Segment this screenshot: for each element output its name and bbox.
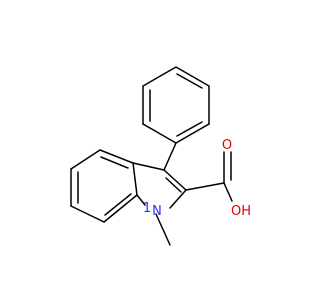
carbonyl-oxygen-label: O [222, 138, 232, 153]
bond [142, 123, 177, 144]
bond [70, 149, 101, 170]
bond [169, 189, 187, 209]
double-bond-inner [165, 177, 182, 193]
double-bond-inner [176, 121, 203, 137]
carboxylic-acid [185, 151, 233, 202]
bond [175, 123, 210, 144]
bond [103, 194, 138, 223]
double-bond-inner [100, 156, 129, 169]
bond [163, 169, 187, 191]
benzo-ring [70, 149, 138, 223]
bond [132, 162, 138, 196]
molecule-diagram: N 1 O OH [0, 0, 300, 300]
phenyl-c3-bond [163, 142, 177, 171]
bond [185, 182, 225, 191]
phenyl-ring [142, 66, 210, 144]
bond [175, 66, 210, 87]
double-bond-inner [104, 193, 132, 216]
n-methyl-bond [155, 213, 171, 246]
bond [99, 149, 134, 164]
bond [70, 205, 105, 223]
methyl-locant-label: 1 [143, 201, 151, 216]
hydroxyl-bond [223, 182, 233, 202]
nitrogen-label: N [152, 204, 162, 219]
bond [136, 194, 146, 206]
hydroxyl-label: OH [231, 204, 251, 219]
background [0, 0, 300, 300]
double-bond-inner [176, 73, 203, 89]
bond [132, 162, 165, 171]
bond [142, 66, 177, 87]
pyrrole-ring [132, 162, 187, 209]
